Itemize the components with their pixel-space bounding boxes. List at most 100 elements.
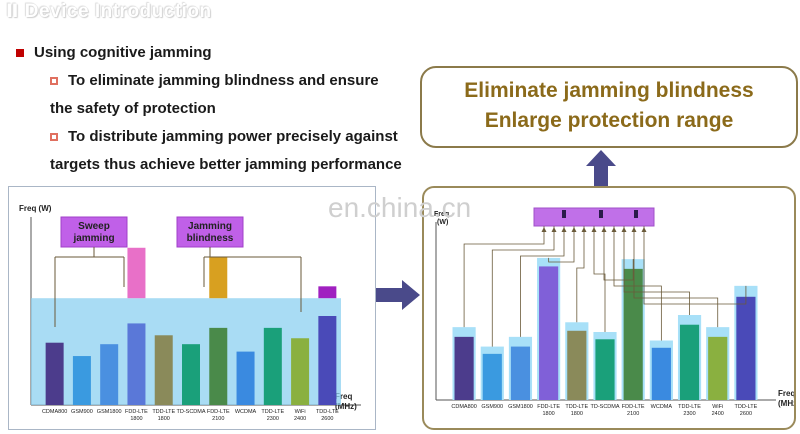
tick-label: WCDMA: [235, 409, 257, 415]
bar: [236, 351, 255, 405]
x-axis-label: Freq: [778, 389, 794, 398]
tick-label: TD-SCDMA: [590, 404, 619, 410]
tick-label: 2100: [212, 416, 224, 422]
x-axis-unit: (MHz): [778, 399, 794, 408]
tick-label: 2400: [712, 411, 724, 417]
tick-label: 2600: [740, 411, 752, 417]
arrowhead-icon: [541, 227, 547, 232]
bar: [623, 268, 643, 400]
bullet-sub1: To eliminate jamming blindness and ensur…: [50, 72, 379, 89]
tick-label: TDD-LTE: [678, 404, 701, 410]
tick-label: FDD-LTE: [537, 404, 560, 410]
connector-line: [491, 226, 555, 347]
connector-line: [548, 226, 575, 263]
hollow-square-icon: [50, 132, 58, 141]
callout-line2: Enlarge protection range: [484, 109, 734, 132]
connector-line: [463, 226, 545, 328]
bar: [736, 296, 756, 400]
label-box-text: Sweep: [78, 221, 110, 232]
highlight-bar: [127, 247, 146, 299]
tick-label: TDD-LTE: [734, 404, 757, 410]
right-chart: Freq(W)Freq(MHz)CDMA800GSM900GSM1800FDD-…: [434, 207, 800, 417]
source-marker: [599, 210, 603, 218]
bar: [679, 324, 700, 400]
bar: [482, 353, 502, 400]
result-callout: Eliminate jamming blindness Enlarge prot…: [420, 66, 798, 148]
bar: [209, 327, 228, 405]
connector-line: [593, 226, 606, 332]
tick-label: 1800: [158, 416, 170, 422]
arrowhead-icon: [621, 227, 627, 232]
arrowhead-icon: [601, 227, 607, 232]
arrowhead-icon: [561, 227, 567, 232]
bar: [708, 336, 728, 400]
up-arrow-icon: [586, 150, 616, 186]
bar: [539, 266, 559, 400]
bar: [72, 356, 91, 405]
label-box-text: jamming: [72, 233, 114, 244]
tick-label: TD-SCDMA: [176, 409, 205, 415]
bullet-main-text: Using cognitive jamming: [34, 44, 212, 61]
x-axis-label: Freq: [335, 392, 352, 401]
tick-label: GSM900: [481, 404, 503, 410]
tick-label: GSM1800: [97, 409, 122, 415]
hollow-square-icon: [50, 76, 58, 85]
tick-label: TDD-LTE: [152, 409, 175, 415]
arrowhead-icon: [571, 227, 577, 232]
callout-line1: Eliminate jamming blindness: [464, 79, 754, 102]
bar: [154, 335, 173, 405]
tick-label: FDD-LTE: [622, 404, 645, 410]
bullet-sub2: To distribute jamming power precisely ag…: [50, 128, 398, 145]
bullet-sub2-line2: targets thus achieve better jamming perf…: [50, 156, 402, 173]
tick-label: 2300: [683, 411, 695, 417]
tick-label: 2400: [294, 416, 306, 422]
tick-label: FDD-LTE: [207, 409, 230, 415]
bar: [318, 316, 337, 405]
tick-label: 1800: [130, 416, 142, 422]
arrowhead-icon: [581, 227, 587, 232]
bar: [45, 342, 64, 405]
arrowhead-icon: [611, 227, 617, 232]
watermark: en.china.cn: [328, 192, 472, 223]
tick-label: WCDMA: [651, 404, 673, 410]
highlight-bar: [318, 286, 337, 299]
x-axis-unit: (MHz): [335, 402, 357, 411]
arrowhead-icon: [591, 227, 597, 232]
source-marker: [562, 210, 566, 218]
highlight-bar: [209, 256, 228, 299]
label-box-text: blindness: [187, 233, 234, 244]
tick-label: GSM900: [71, 409, 93, 415]
y-axis-label: Freq: [434, 211, 449, 218]
bar: [291, 338, 310, 405]
arrowhead-icon: [631, 227, 637, 232]
label-box-text: Jamming: [188, 221, 232, 232]
bar: [510, 346, 531, 400]
tick-label: TDD-LTE: [261, 409, 284, 415]
connector-line: [576, 226, 585, 323]
tick-label: 2300: [267, 416, 279, 422]
tick-label: TDD-LTE: [565, 404, 588, 410]
y-axis-label: Freq (W): [19, 204, 52, 213]
tick-label: TDD-LTE: [316, 409, 339, 415]
source-marker: [634, 210, 638, 218]
tick-label: CDMA800: [42, 409, 67, 415]
right-arrow-icon: [376, 280, 420, 310]
tick-label: 1800: [571, 411, 583, 417]
tick-label: WiFi: [712, 404, 723, 410]
tick-label: WiFi: [295, 409, 306, 415]
right-chart-panel: Freq(W)Freq(MHz)CDMA800GSM900GSM1800FDD-…: [422, 186, 800, 430]
bar: [127, 323, 146, 405]
bar: [263, 327, 282, 405]
tick-label: CDMA800: [451, 404, 476, 410]
tick-label: GSM1800: [508, 404, 533, 410]
bullet-square-icon: [16, 48, 24, 57]
connector-line: [603, 226, 634, 281]
tick-label: 2600: [321, 416, 333, 422]
bar: [182, 344, 200, 405]
bar: [567, 330, 587, 400]
connector-line: [613, 226, 662, 341]
tick-label: FDD-LTE: [125, 409, 148, 415]
connector-line: [633, 226, 719, 328]
